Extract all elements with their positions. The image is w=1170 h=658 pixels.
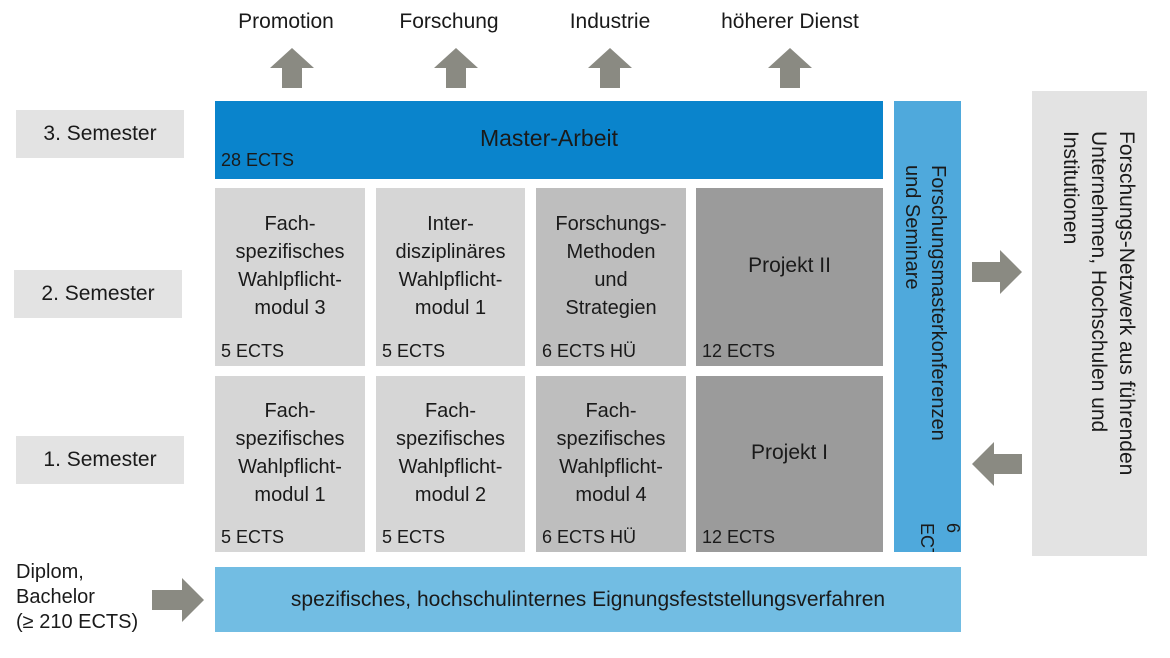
outcome-hoeherer-dienst: höherer Dienst (721, 10, 859, 33)
module-title: Projekt II (748, 254, 831, 277)
research-network-box: Forschungs-Netzwerk aus führenden Untern… (1032, 91, 1147, 556)
conference-title: Forschungsmasterkonferenzen und Seminare (901, 165, 949, 441)
arrow-up-icon (768, 48, 812, 88)
module-ects: 6 ECTS HÜ (542, 527, 637, 547)
module-sem1-projekt-1: Projekt I 12 ECTS (696, 376, 883, 552)
master-thesis-title: Master-Arbeit (479, 125, 619, 151)
module-ects: 6 ECTS HÜ (542, 341, 637, 361)
master-thesis-ects: 28 ECTS (221, 150, 295, 170)
outcome-forschung: Forschung (399, 10, 499, 33)
master-thesis-block: Master-Arbeit 28 ECTS (215, 101, 883, 179)
module-sem2-forschungsmethoden: Forschungs- Methoden und Strategien 6 EC… (536, 188, 686, 366)
module-title: Fach- spezifisches Wahlpflicht- modul 1 (235, 400, 345, 506)
module-title: Fach- spezifisches Wahlpflicht- modul 4 (556, 400, 666, 506)
arrow-right-icon (152, 578, 204, 622)
module-title: Projekt I (750, 441, 829, 464)
research-network-text: Forschungs-Netzwerk aus führenden Untern… (1059, 131, 1138, 476)
arrow-up-icon (270, 48, 314, 88)
module-ects: 12 ECTS (702, 341, 776, 361)
arrow-up-icon (434, 48, 478, 88)
conference-ects: 6 ECTS (917, 522, 961, 552)
module-sem1-fachspezifisch-2: Fach- spezifisches Wahlpflicht- modul 2 … (376, 376, 525, 552)
module-ects: 5 ECTS (382, 341, 446, 361)
module-sem1-fachspezifisch-1: Fach- spezifisches Wahlpflicht- modul 1 … (215, 376, 365, 552)
module-ects: 5 ECTS (221, 527, 285, 547)
entry-procedure: spezifisches, hochschulinternes Eignungs… (215, 567, 961, 632)
module-sem2-fachspezifisch-3: Fach- spezifisches Wahlpflicht- modul 3 … (215, 188, 365, 366)
module-ects: 5 ECTS (382, 527, 446, 547)
conference-column: Forschungsmasterkonferenzen und Seminare… (894, 101, 961, 552)
module-sem1-fachspezifisch-4: Fach- spezifisches Wahlpflicht- modul 4 … (536, 376, 686, 552)
module-title: Fach- spezifisches Wahlpflicht- modul 3 (235, 213, 345, 319)
module-sem2-projekt-2: Projekt II 12 ECTS (696, 188, 883, 366)
outcome-industrie: Industrie (569, 10, 651, 33)
outcome-promotion: Promotion (238, 10, 334, 33)
entry-requirement: Diplom, Bachelor (≥ 210 ECTS) (16, 561, 139, 633)
module-sem2-interdisziplinaer-1: Inter- disziplinäres Wahlpflicht- modul … (376, 188, 525, 366)
module-ects: 12 ECTS (702, 527, 776, 547)
module-title: Fach- spezifisches Wahlpflicht- modul 2 (396, 400, 505, 506)
semester-label-1: 1. Semester (16, 436, 184, 484)
module-title: Inter- disziplinäres Wahlpflicht- modul … (395, 213, 506, 319)
module-title: Forschungs- Methoden und Strategien (555, 213, 667, 319)
arrow-up-icon (588, 48, 632, 88)
semester-label-2: 2. Semester (14, 270, 182, 318)
semester-label-3: 3. Semester (16, 110, 184, 158)
arrow-right-icon (972, 250, 1022, 294)
module-ects: 5 ECTS (221, 341, 285, 361)
arrow-left-icon (972, 442, 1022, 486)
